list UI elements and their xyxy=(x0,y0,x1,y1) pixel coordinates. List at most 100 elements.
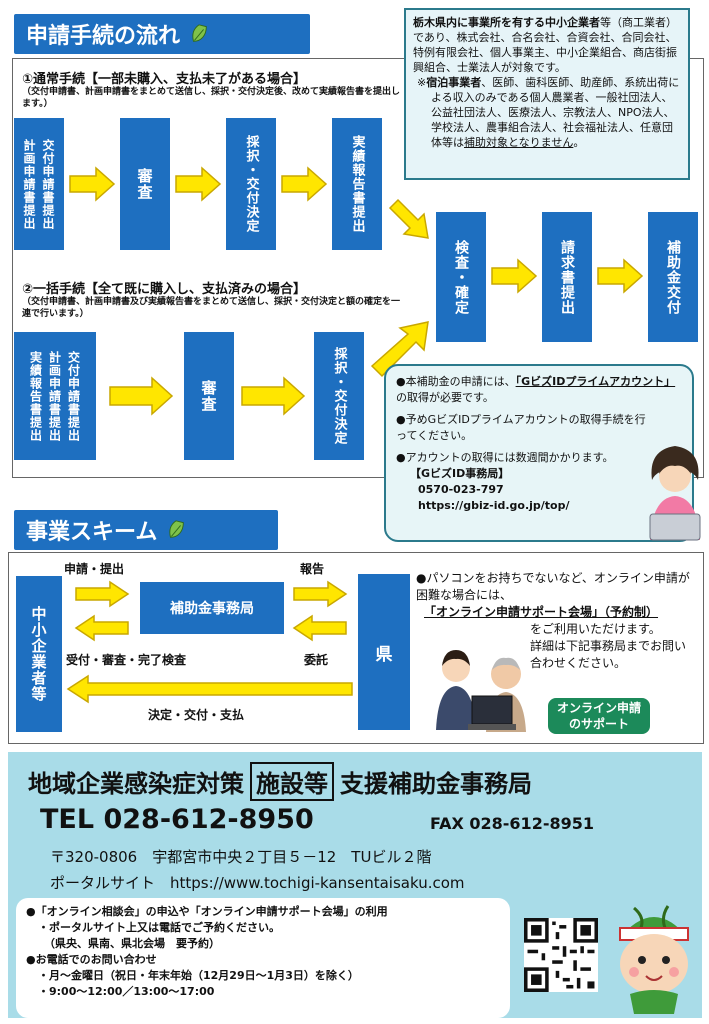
support-staff-illustration xyxy=(436,650,526,732)
gbiz-item-3: ●アカウントの取得には数週間かかります。 xyxy=(396,451,614,464)
arrow-left-icon xyxy=(74,614,129,642)
section-title-scheme: 事業スキーム xyxy=(14,510,278,550)
footer-title-a: 地域企業感染症対策 xyxy=(28,770,244,798)
arrow-right-icon xyxy=(597,258,644,294)
footer-list1-sub1: ・ポータルサイト上又は電話でご予約ください。 xyxy=(38,921,280,934)
normal-box-report: 実績報告書提出 xyxy=(332,118,382,250)
note-bold: 宿泊事業者 xyxy=(426,76,482,89)
box-grant: 補助金交付 xyxy=(648,212,698,342)
arrow-right-icon xyxy=(109,376,174,416)
footer-address: 〒320-0806 宇都宮市中央２丁目５－12 TUビル２階 xyxy=(50,848,432,866)
support-text-c: 詳細は下記事務局までお問い合わせください。 xyxy=(530,639,687,670)
label-decide: 決定・交付・支払 xyxy=(148,708,245,722)
gbiz-text: の取得が必要です。 xyxy=(396,391,494,404)
label-entrust: 委託 xyxy=(304,653,329,667)
support-venue: 「オンライン申請サポート会場」（予約制） xyxy=(424,605,659,619)
footer-portal[interactable]: ポータルサイト https://www.tochigi-kansentaisak… xyxy=(50,874,465,892)
woman-laptop-illustration xyxy=(649,446,701,541)
footer-tel: TEL 028-612-8950 xyxy=(40,804,314,835)
gbiz-text: 予めGビズIDプライムアカウントの取得手続を行ってください。 xyxy=(396,413,646,442)
box-text: 審査 xyxy=(135,168,154,200)
eligibility-box: 栃木県内に事業所を有する中小企業者等（商工業者）であり、株式会社、合名会社、合資… xyxy=(404,8,690,180)
box-text: 採択・交付決定 xyxy=(243,135,259,233)
footer-fax: FAX 028-612-8951 xyxy=(430,814,594,833)
footer-list1-sub2: （県央、県南、県北会場 要予約） xyxy=(44,937,220,950)
gbiz-text: 本補助金の申請には、 xyxy=(405,375,516,388)
box-text: 計画申請書提出 xyxy=(47,350,62,442)
box-inspect: 検査・確定 xyxy=(436,212,486,342)
box-text: 検査・確定 xyxy=(453,239,469,315)
footer-list-box: ●「オンライン相談会」の申込や「オンライン申請サポート会場」の利用 ・ポータルサ… xyxy=(16,898,510,1018)
footer-title: 地域企業感染症対策 施設等 支援補助金事務局 xyxy=(28,762,698,801)
normal-box-apply: 交付申請書提出 計画申請書提出 xyxy=(14,118,64,250)
arrow-right-icon xyxy=(491,258,538,294)
footer-title-b: 支援補助金事務局 xyxy=(340,770,532,798)
support-badge-line1: オンライン申請 xyxy=(556,701,641,715)
box-claim: 請求書提出 xyxy=(542,212,592,342)
gbiz-url[interactable]: https://gbiz-id.go.jp/top/ xyxy=(418,499,570,512)
support-text-a: パソコンをお持ちでないなど、オンライン申請が困難な場合には、 xyxy=(416,571,690,602)
bulk-box-apply: 交付申請書提出 計画申請書提出 実績報告書提出 xyxy=(14,332,96,460)
eligibility-text: 等（商工業者）であり、株式会社、合名会社、合資会社、合同会社、特例有限会社、個人… xyxy=(413,16,677,74)
gbiz-text: アカウントの取得には数週間かかります。 xyxy=(405,451,614,464)
bulk-box-review: 審査 xyxy=(184,332,234,460)
arrow-right-icon xyxy=(69,166,116,202)
scheme-sme: 中小企業者等 xyxy=(16,576,62,732)
support-text: ●パソコンをお持ちでないなど、オンライン申請が困難な場合には、 「オンライン申請… xyxy=(416,570,696,672)
label-report: 報告 xyxy=(300,562,325,576)
note-end: 。 xyxy=(573,136,585,149)
normal-box-review: 審査 xyxy=(120,118,170,250)
box-text: 請求書提出 xyxy=(559,239,575,315)
footer-list1: 「オンライン相談会」の申込や「オンライン申請サポート会場」の利用 xyxy=(35,905,388,918)
gbiz-tel: 0570-023-797 xyxy=(418,483,504,496)
footer-title-box: 施設等 xyxy=(250,762,334,801)
support-text-b: をご利用いただけます。 xyxy=(530,622,661,636)
section-title-text: 事業スキーム xyxy=(26,520,158,545)
box-text: 交付申請書提出 xyxy=(66,350,81,442)
leaf-icon xyxy=(169,520,185,538)
section-title-text: 申請手続の流れ xyxy=(26,24,181,49)
gbiz-item-1: ●本補助金の申請には、「GビズIDプライムアカウント」の取得が必要です。 xyxy=(396,375,676,404)
eligibility-lead: 栃木県内に事業所を有する中小企業者 xyxy=(413,16,600,29)
note-mark: ※ xyxy=(417,76,427,89)
footer-list2-sub1: ・月～金曜日（祝日・年末年始（12月29日～1月3日）を除く） xyxy=(38,969,359,982)
box-text: 交付申請書提出 xyxy=(41,138,55,230)
footer-list2: お電話でのお問い合わせ xyxy=(35,953,157,966)
bulk-heading: ②一括手続【全て既に購入し、支払済みの場合】 xyxy=(22,282,307,297)
arrow-left-icon xyxy=(66,674,353,704)
gbiz-account-name: 「GビズIDプライムアカウント」 xyxy=(515,375,676,388)
note-text: 、医師、歯科医師、助産師、系統出荷による収入のみである個人農業者、一般社団法人、… xyxy=(431,76,680,149)
gbiz-item-2: ●予めGビズIDプライムアカウントの取得手続を行ってください。 xyxy=(396,413,646,442)
mascot-illustration xyxy=(619,905,689,1014)
arrow-right-icon xyxy=(293,580,348,608)
box-text: 実績報告書提出 xyxy=(349,135,365,233)
arrow-right-icon xyxy=(75,580,130,608)
section-title-flow: 申請手続の流れ xyxy=(14,14,310,54)
footer-list2-sub2: ・9:00～12:00／13:00～17:00 xyxy=(38,985,215,998)
arrow-left-icon xyxy=(292,614,347,642)
box-text: 実績報告書提出 xyxy=(28,350,43,442)
qr-code-icon[interactable] xyxy=(524,918,598,992)
scheme-pref: 県 xyxy=(358,574,410,730)
box-text: 中小企業者等 xyxy=(29,606,48,702)
arrow-right-icon xyxy=(241,376,306,416)
normal-heading: ①通常手続【一部未購入、支払未了がある場合】 xyxy=(22,72,307,87)
arrow-right-icon xyxy=(175,166,222,202)
box-text: 採択・交付決定 xyxy=(331,347,347,445)
gbiz-office: 【GビズID事務局】 xyxy=(410,467,510,480)
arrow-diagonal-down-icon xyxy=(388,198,429,239)
normal-box-adopt: 採択・交付決定 xyxy=(226,118,276,250)
label-apply: 申請・提出 xyxy=(64,562,125,576)
box-text: 計画申請書提出 xyxy=(22,138,36,230)
bulk-note: （交付申請書、計画申請書及び実績報告書をまとめて送信し、採択・交付決定と額の確定… xyxy=(22,297,401,319)
leaf-icon xyxy=(192,24,207,42)
note-underline: 補助対象となりません xyxy=(464,136,574,149)
arrow-right-icon xyxy=(281,166,328,202)
label-accept: 受付・審査・完了検査 xyxy=(66,653,187,667)
box-text: 審査 xyxy=(199,380,218,412)
support-badge-line2: のサポート xyxy=(568,717,629,731)
box-text: 補助金交付 xyxy=(665,239,681,315)
gbiz-box: ●本補助金の申請には、「GビズIDプライムアカウント」の取得が必要です。 ●予め… xyxy=(384,364,694,542)
normal-note: （交付申請書、計画申請書をまとめて送信し、採択・交付決定後、改めて実績報告書を提… xyxy=(22,87,401,109)
bulk-box-adopt: 採択・交付決定 xyxy=(314,332,364,460)
